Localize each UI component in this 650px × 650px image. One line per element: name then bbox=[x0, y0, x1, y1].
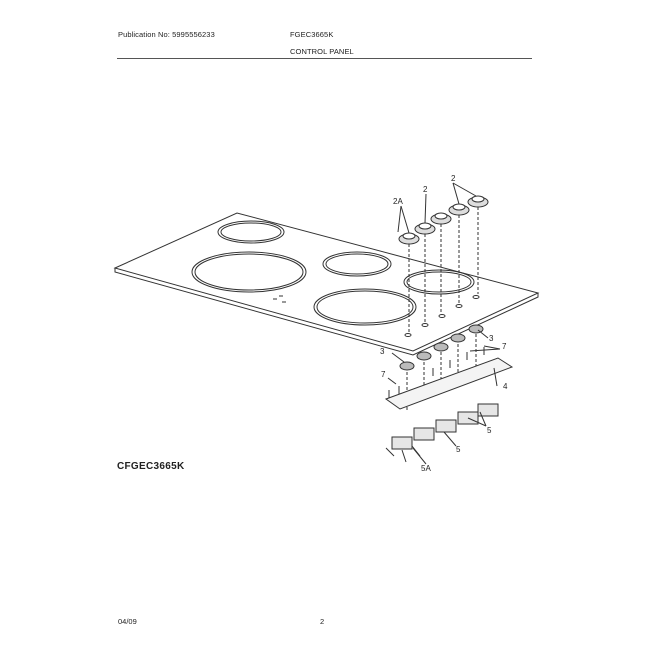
knob-group-top bbox=[398, 195, 489, 245]
burner-rear-left bbox=[217, 220, 285, 244]
burner-center bbox=[322, 251, 392, 277]
burner-front-left-inner bbox=[194, 253, 304, 291]
section-title: CONTROL PANEL bbox=[290, 47, 354, 56]
callout-2-b: 2 bbox=[451, 174, 456, 183]
footer-date: 04/09 bbox=[118, 617, 137, 626]
model-number: FGEC3665K bbox=[290, 30, 334, 39]
callout-5-b: 5 bbox=[456, 445, 461, 454]
burner-rear-left-inner bbox=[220, 222, 282, 242]
knob-rings bbox=[399, 324, 484, 371]
burner-front-right-inner bbox=[316, 290, 414, 324]
callout-3-b: 3 bbox=[489, 334, 494, 343]
callout-labels: 2A 2 2 3 3 7 7 4 5 5 5A bbox=[380, 174, 508, 473]
callout-7-a: 7 bbox=[381, 370, 386, 379]
cooktop-glass-edge bbox=[114, 268, 539, 356]
header-rule bbox=[117, 58, 532, 59]
callout-5-a: 5 bbox=[487, 426, 492, 435]
callout-7-b: 7 bbox=[502, 342, 507, 351]
callout-5a: 5A bbox=[421, 464, 431, 473]
callout-2-a: 2 bbox=[423, 185, 428, 194]
burner-rear-right-inner bbox=[406, 271, 472, 293]
burner-rear-right bbox=[403, 269, 475, 295]
control-bracket bbox=[384, 357, 514, 410]
callout-2a: 2A bbox=[393, 197, 403, 206]
burner-front-left bbox=[191, 251, 307, 293]
publication-number: Publication No: 5995556233 bbox=[118, 30, 215, 39]
burner-center-inner bbox=[325, 253, 389, 275]
callout-4: 4 bbox=[503, 382, 508, 391]
model-caption: CFGEC3665K bbox=[117, 461, 185, 472]
page-number: 2 bbox=[320, 617, 325, 626]
infinite-switches bbox=[385, 403, 499, 463]
callout-3-a: 3 bbox=[380, 347, 385, 356]
screws bbox=[388, 347, 485, 398]
burner-front-right bbox=[313, 288, 417, 326]
